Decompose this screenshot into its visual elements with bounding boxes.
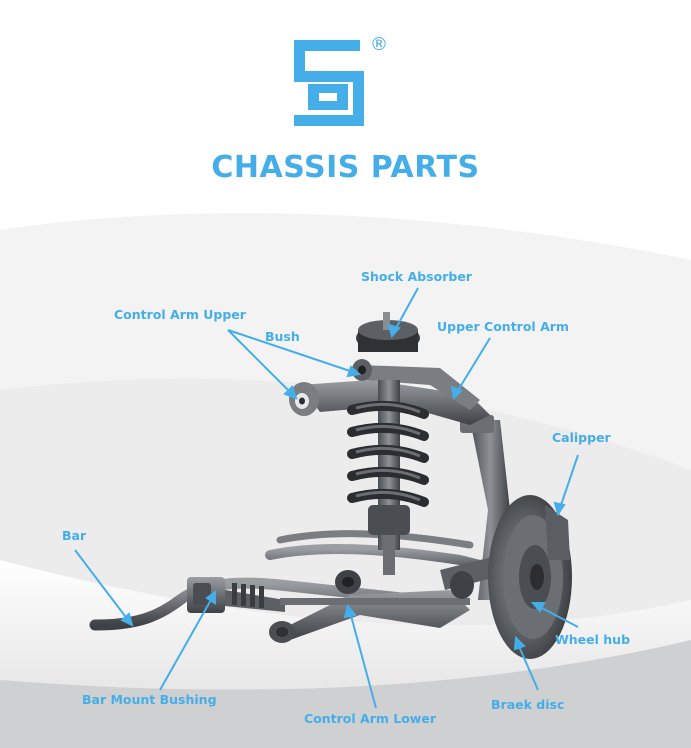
page-title: CHASSIS PARTS — [211, 150, 480, 185]
label-wheel-hub: Wheel hub — [555, 632, 631, 647]
registered-mark: ® — [370, 34, 388, 55]
label-upper-control-arm: Upper Control Arm — [437, 319, 569, 334]
brand-logo — [294, 40, 364, 126]
label-bar-mount-bushing: Bar Mount Bushing — [82, 692, 217, 707]
label-shock-absorber: Shock Absorber — [361, 269, 472, 284]
label-bush: Bush — [265, 329, 300, 344]
bar-mount-bushing-part — [187, 577, 285, 613]
label-braek-disc: Braek disc — [491, 697, 565, 712]
label-calipper: Calipper — [552, 430, 611, 445]
label-control-arm-upper: Control Arm Upper — [114, 307, 246, 322]
label-bar: Bar — [62, 528, 87, 543]
shock-absorber-part — [347, 312, 429, 575]
brake-disc-part — [488, 495, 572, 659]
sway-bar — [89, 530, 525, 631]
callout-lines — [74, 287, 579, 709]
lower-control-arm-part — [269, 570, 470, 643]
label-control-arm-lower: Control Arm Lower — [304, 711, 436, 726]
